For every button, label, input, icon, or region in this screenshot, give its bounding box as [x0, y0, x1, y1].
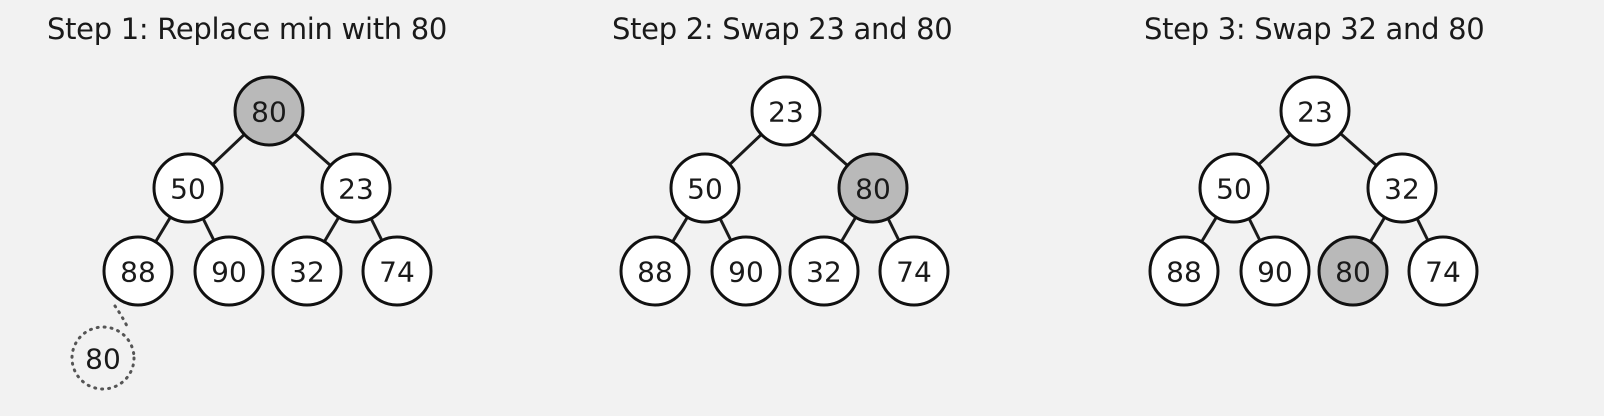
node-value: 88 — [637, 256, 673, 289]
tree-edge — [886, 217, 901, 242]
node-circle — [152, 152, 224, 224]
node-value: 90 — [728, 256, 764, 289]
highlighted-node-circle — [233, 75, 305, 147]
tree-edge — [1368, 216, 1387, 243]
tree-edge — [369, 217, 384, 242]
node-circle — [669, 152, 741, 224]
node-circle — [878, 235, 950, 307]
node-value: 88 — [1166, 256, 1202, 289]
node-value: 80 — [1335, 256, 1371, 289]
node-circle — [710, 235, 782, 307]
node-circle — [619, 235, 691, 307]
step-1-title: Step 1: Replace min with 80 — [47, 12, 448, 46]
node-value: 80 — [251, 96, 287, 129]
node-value: 50 — [687, 173, 723, 206]
heap-node: 90 — [1239, 235, 1311, 307]
tree-edge — [1257, 133, 1292, 166]
node-circle — [193, 235, 265, 307]
tree-edge — [154, 216, 172, 243]
heap-node: 74 — [878, 235, 950, 307]
step-3-tree: 23 50 32 88 90 80 74 — [1148, 75, 1479, 307]
heap-node: 50 — [152, 152, 224, 224]
step-2-tree: 23 50 80 88 90 32 74 — [619, 75, 950, 307]
node-circle — [1407, 235, 1479, 307]
heap-node: 80 — [837, 152, 909, 224]
node-circle — [1366, 152, 1438, 224]
moved-value-dotted-trail — [113, 304, 130, 330]
node-circle — [1239, 235, 1311, 307]
node-value: 74 — [1425, 256, 1461, 289]
tree-edge — [728, 133, 763, 166]
node-value: 88 — [120, 256, 156, 289]
tree-edge — [1339, 132, 1378, 167]
highlighted-node-circle — [837, 152, 909, 224]
heap-node: 74 — [1407, 235, 1479, 307]
heap-node: 23 — [1279, 75, 1351, 147]
node-value: 32 — [289, 256, 325, 289]
node-value: 90 — [1257, 256, 1293, 289]
heap-node: 50 — [669, 152, 741, 224]
tree-edge — [1415, 217, 1430, 242]
node-value: 23 — [1297, 96, 1333, 129]
tree-edge — [211, 133, 246, 166]
tree-edge — [810, 132, 849, 167]
node-value: 74 — [379, 256, 415, 289]
heap-node: 32 — [271, 235, 343, 307]
tree-edge — [201, 217, 216, 242]
tree-edge — [671, 216, 689, 243]
tree-edge — [322, 216, 341, 243]
tree-edge — [1247, 217, 1262, 242]
heap-node: 80 — [1317, 235, 1389, 307]
moved-node-value: 80 — [85, 343, 121, 376]
node-value: 32 — [806, 256, 842, 289]
node-value: 23 — [338, 173, 374, 206]
node-circle — [788, 235, 860, 307]
node-circle — [102, 235, 174, 307]
step-1-tree: 80 50 23 88 90 32 74 80 — [70, 75, 433, 391]
heap-node: 88 — [102, 235, 174, 307]
heap-node: 50 — [1198, 152, 1270, 224]
tree-edge — [839, 216, 858, 243]
tree-edge — [1200, 216, 1218, 243]
heap-node: 88 — [1148, 235, 1220, 307]
node-circle — [1148, 235, 1220, 307]
heap-node: 23 — [320, 152, 392, 224]
node-circle — [271, 235, 343, 307]
node-circle — [1198, 152, 1270, 224]
highlighted-node-circle — [1317, 235, 1389, 307]
heap-node: 90 — [710, 235, 782, 307]
node-value: 90 — [211, 256, 247, 289]
heap-node: 32 — [1366, 152, 1438, 224]
node-circle — [361, 235, 433, 307]
tree-edge — [293, 132, 332, 167]
node-circle — [1279, 75, 1351, 147]
heap-node: 74 — [361, 235, 433, 307]
node-value: 32 — [1384, 173, 1420, 206]
dotted-node-circle — [70, 325, 136, 391]
node-value: 80 — [855, 173, 891, 206]
node-value: 50 — [1216, 173, 1252, 206]
heap-node: 90 — [193, 235, 265, 307]
tree-edge — [718, 217, 733, 242]
node-circle — [320, 152, 392, 224]
node-value: 50 — [170, 173, 206, 206]
node-value: 74 — [896, 256, 932, 289]
step-3-title: Step 3: Swap 32 and 80 — [1144, 12, 1485, 46]
node-value: 23 — [768, 96, 804, 129]
moved-value-ghost: 80 — [70, 304, 136, 391]
node-circle — [750, 75, 822, 147]
step-2-title: Step 2: Swap 23 and 80 — [612, 12, 953, 46]
heap-node: 80 — [233, 75, 305, 147]
heap-node: 23 — [750, 75, 822, 147]
heap-node: 32 — [788, 235, 860, 307]
heap-node: 88 — [619, 235, 691, 307]
